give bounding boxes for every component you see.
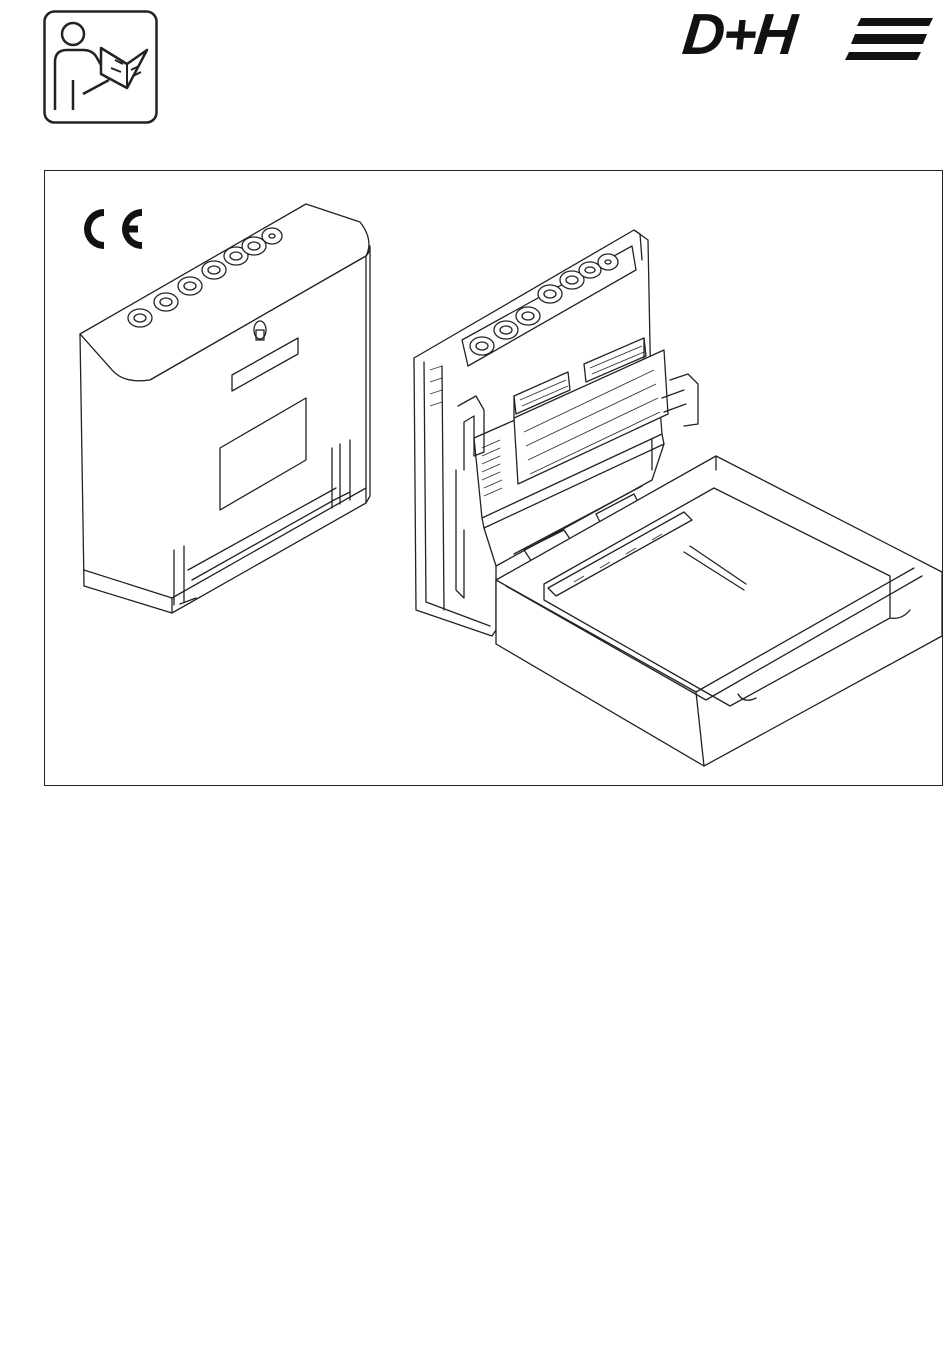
dh-logo-stripes-icon [683,12,933,72]
control-unit-open-illustration [414,230,942,766]
control-unit-closed-illustration [80,204,370,613]
technical-drawing [44,170,943,786]
read-manual-icon [43,10,158,124]
